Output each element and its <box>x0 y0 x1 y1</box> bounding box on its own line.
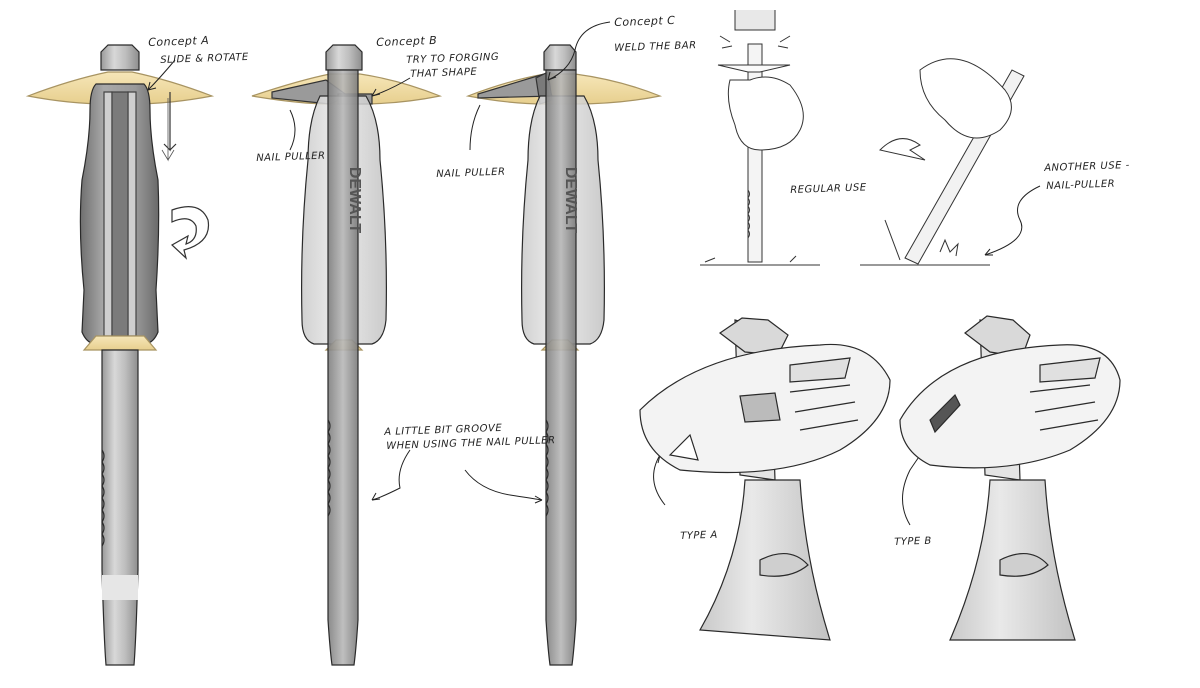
shaft <box>101 349 139 666</box>
concept-b-chisel: DEWALT <box>251 44 443 666</box>
nail-puller-use-sketch <box>860 58 1025 266</box>
shaft <box>545 69 577 666</box>
regular-use-label: REGULAR USE <box>790 182 867 196</box>
concept-c-title: Concept C <box>614 13 676 29</box>
concept-a-title: Concept A <box>148 33 210 49</box>
shaft <box>327 69 359 666</box>
concept-a-chisel <box>25 44 215 666</box>
annotation-leaders <box>147 21 1041 526</box>
concept-b-note-2: THAT SHAPE <box>410 66 478 80</box>
another-use-label-2: NAIL-PULLER <box>1046 178 1116 192</box>
svg-text:DEWALT: DEWALT <box>562 167 579 234</box>
regular-use-sketch <box>700 10 820 266</box>
svg-text:DEWALT: DEWALT <box>346 167 363 234</box>
type-a-closeup <box>639 317 891 641</box>
type-b-closeup <box>899 315 1121 641</box>
type-a-label: TYPE A <box>680 529 718 542</box>
concept-b-puller-label: NAIL PULLER <box>256 150 326 164</box>
concept-c-puller-label: NAIL PULLER <box>436 166 506 180</box>
type-b-label: TYPE B <box>894 535 933 548</box>
concept-b-title: Concept B <box>376 33 438 49</box>
concept-c-chisel: DEWALT <box>465 44 663 666</box>
